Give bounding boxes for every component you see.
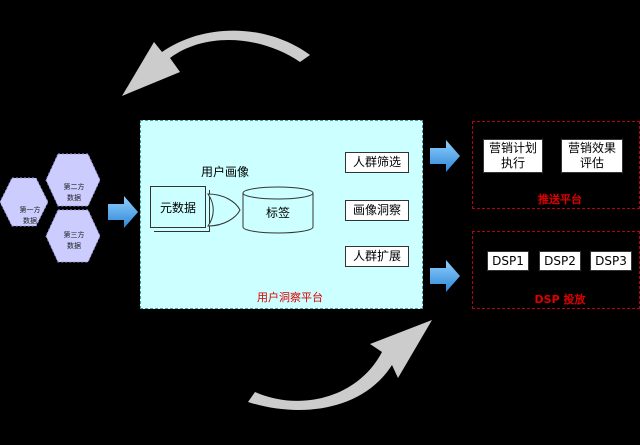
marketing-plan-button[interactable]: 营销计划 执行 bbox=[483, 139, 543, 173]
user-profile-title: 用户画像 bbox=[201, 165, 250, 179]
meta-data-label: 元数据 bbox=[159, 200, 196, 215]
dsp2-label: DSP2 bbox=[544, 253, 576, 268]
hex-third-party bbox=[45, 209, 101, 263]
audience-filter-button[interactable]: 人群筛选 bbox=[345, 152, 409, 173]
profile-insight-button[interactable]: 画像洞察 bbox=[345, 200, 409, 221]
hex-second-party bbox=[45, 153, 101, 207]
second-party-label: 第二方 数据 bbox=[63, 183, 85, 202]
dsp-label: DSP 投放 bbox=[534, 293, 586, 306]
profile-insight-label: 画像洞察 bbox=[352, 203, 401, 217]
platform-title: 用户洞察平台 bbox=[257, 291, 323, 304]
tags-label: 标签 bbox=[265, 206, 290, 220]
arrow-to-dsp bbox=[430, 260, 460, 292]
data-source-hexagons bbox=[0, 153, 101, 263]
marketing-eval-button[interactable]: 营销效果 评估 bbox=[561, 139, 623, 173]
third-party-label: 第三方 数据 bbox=[63, 231, 85, 250]
meta-data-box: 元数据 bbox=[150, 186, 206, 228]
marketing-plan-label: 营销计划 执行 bbox=[488, 141, 537, 170]
push-platform-label: 推送平台 bbox=[538, 193, 582, 206]
first-party-label: 第一方 数据 bbox=[19, 206, 41, 225]
dsp1-button[interactable]: DSP1 bbox=[487, 251, 529, 271]
bottom-cycle-arrow bbox=[248, 320, 432, 410]
top-cycle-arrow bbox=[122, 30, 310, 96]
dsp3-button[interactable]: DSP3 bbox=[590, 251, 632, 271]
audience-expand-label: 人群扩展 bbox=[352, 249, 401, 263]
arrow-to-push bbox=[430, 140, 460, 172]
audience-filter-label: 人群筛选 bbox=[352, 155, 401, 169]
tags-cylinder bbox=[242, 186, 314, 234]
marketing-eval-label: 营销效果 评估 bbox=[567, 141, 616, 170]
gate-shape bbox=[207, 193, 241, 227]
hex-first-party bbox=[0, 177, 49, 227]
dsp1-label: DSP1 bbox=[492, 253, 524, 268]
dsp3-label: DSP3 bbox=[595, 253, 627, 268]
dsp2-button[interactable]: DSP2 bbox=[539, 251, 581, 271]
cylinder-icon bbox=[242, 193, 314, 234]
arrow-into-platform bbox=[108, 196, 138, 228]
gate-icon bbox=[207, 193, 241, 227]
audience-expand-button[interactable]: 人群扩展 bbox=[345, 246, 409, 267]
